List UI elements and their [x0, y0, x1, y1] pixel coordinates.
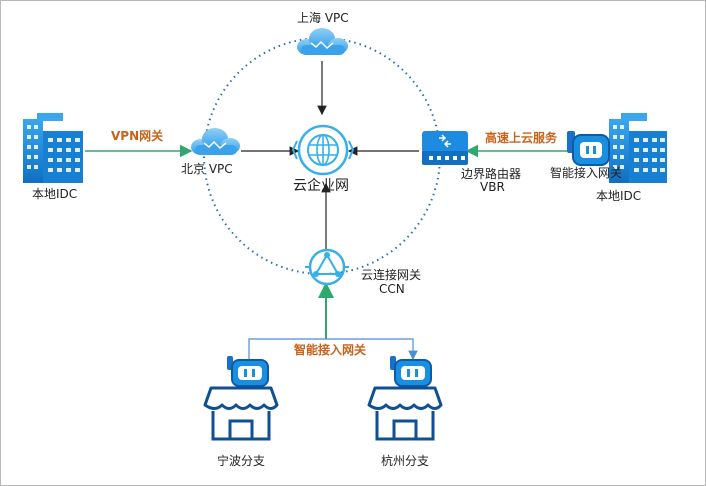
cen-label: 云企业网	[293, 178, 349, 194]
left-idc-label: 本地IDC	[32, 187, 78, 201]
vbr-label-line1: 边界路由器	[461, 167, 522, 181]
right-idc-building-icon	[609, 113, 667, 183]
hangzhou-smart-gateway-icon	[390, 356, 432, 387]
left-idc-building-icon	[23, 113, 83, 183]
smart-gateway-bottom-label: 智能接入网关	[294, 343, 367, 357]
ningbo-branch-label: 宁波分支	[217, 454, 266, 468]
vpn-gateway-label: VPN网关	[111, 129, 164, 143]
smart-gateway-right-icon	[567, 131, 610, 166]
vbr-router-icon	[422, 131, 468, 165]
smart-gateway-right-label: 智能接入网关	[550, 166, 623, 180]
beijing-vpc-cloud-icon	[191, 128, 240, 155]
branch-bracket	[244, 338, 418, 368]
shanghai-vpc-label: 上海 VPC	[297, 11, 349, 25]
express-connect-label: 高速上云服务	[485, 131, 558, 145]
hangzhou-branch-label: 杭州分支	[381, 454, 430, 468]
ccn-gateway-icon	[305, 248, 349, 286]
shanghai-vpc-cloud-icon	[297, 28, 348, 55]
ccn-label-line2: CCN	[379, 282, 405, 296]
right-idc-label: 本地IDC	[596, 189, 642, 203]
ningbo-branch-shop-icon	[203, 386, 279, 441]
ningbo-smart-gateway-icon	[227, 356, 269, 387]
ccn-label-line1: 云连接网关	[361, 268, 422, 282]
beijing-vpc-label: 北京 VPC	[181, 162, 233, 176]
hangzhou-branch-shop-icon	[367, 386, 443, 441]
cen-globe-icon	[291, 124, 355, 176]
vbr-label-line2: VBR	[480, 180, 505, 194]
